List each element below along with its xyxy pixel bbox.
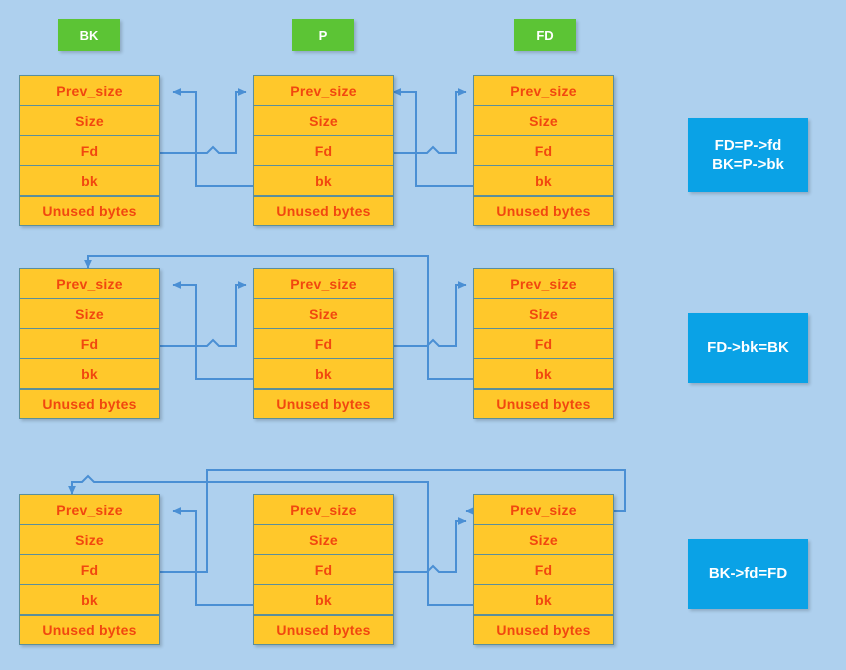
note-row-1: FD=P->fd BK=P->bk [688,118,808,192]
chunk-field-size: Size [19,105,160,136]
note-row-1-line-1: FD=P->fd [714,136,782,154]
chunk-field-size: Size [473,298,614,329]
chunk-field-size: Size [253,298,394,329]
chunk-field-bk: bk [253,165,394,196]
chunk-field-fd: Fd [473,135,614,166]
chunk-field-prev-size: Prev_size [19,268,160,299]
arrow-r1-p-bk-to-bk [172,88,253,187]
chunk-field-unused-bytes: Unused bytes [253,388,394,419]
p-pointer-label-text: P [318,27,328,43]
chunk-field-unused-bytes: Unused bytes [19,195,160,226]
chunk-bk-row-1: Prev_size Size Fd bk Unused bytes [19,75,160,226]
chunk-fd-row-3: Prev_size Size Fd bk Unused bytes [473,494,614,645]
chunk-field-prev-size: Prev_size [473,75,614,106]
note-row-2: FD->bk=BK [688,313,808,383]
chunk-field-fd: Fd [253,328,394,359]
arrow-r3-p-fd-to-fd [394,517,467,573]
chunk-field-unused-bytes: Unused bytes [473,195,614,226]
chunk-field-unused-bytes: Unused bytes [473,388,614,419]
chunk-field-prev-size: Prev_size [473,268,614,299]
chunk-field-fd: Fd [253,135,394,166]
arrow-r1-bk-fd-to-p [160,88,247,154]
chunk-bk-row-2: Prev_size Size Fd bk Unused bytes [19,268,160,419]
chunk-field-fd: Fd [473,554,614,585]
note-row-3-line-1: BK->fd=FD [708,565,788,583]
bk-pointer-label: BK [58,19,120,51]
note-row-2-line-1: FD->bk=BK [707,339,789,357]
chunk-field-bk: bk [19,584,160,615]
chunk-bk-row-3: Prev_size Size Fd bk Unused bytes [19,494,160,645]
chunk-fd-row-2: Prev_size Size Fd bk Unused bytes [473,268,614,419]
chunk-field-size: Size [19,524,160,555]
chunk-field-bk: bk [19,358,160,389]
chunk-field-prev-size: Prev_size [473,494,614,525]
chunk-field-bk: bk [473,584,614,615]
note-row-1-line-2: BK=P->bk [712,156,784,173]
arrow-r2-p-bk-to-bk [172,281,253,380]
bk-pointer-label-text: BK [79,27,99,43]
chunk-field-bk: bk [473,358,614,389]
p-pointer-label: P [292,19,354,51]
chunk-field-unused-bytes: Unused bytes [473,614,614,645]
chunk-field-bk: bk [19,165,160,196]
chunk-field-bk: bk [253,584,394,615]
chunk-field-fd: Fd [19,554,160,585]
arrow-r3-p-bk-to-bk [172,507,253,606]
chunk-p-row-1: Prev_size Size Fd bk Unused bytes [253,75,394,226]
chunk-field-prev-size: Prev_size [253,494,394,525]
chunk-field-unused-bytes: Unused bytes [19,388,160,419]
chunk-field-size: Size [19,298,160,329]
chunk-field-fd: Fd [19,328,160,359]
chunk-field-size: Size [253,105,394,136]
fd-pointer-label-text: FD [536,27,554,43]
chunk-field-unused-bytes: Unused bytes [253,195,394,226]
chunk-field-size: Size [253,524,394,555]
chunk-field-prev-size: Prev_size [253,75,394,106]
arrow-r2-p-fd-to-fd [394,281,467,347]
chunk-field-unused-bytes: Unused bytes [19,614,160,645]
chunk-field-fd: Fd [253,554,394,585]
fd-pointer-label: FD [514,19,576,51]
chunk-field-prev-size: Prev_size [19,494,160,525]
arrow-r1-fd-bk-to-p [392,88,473,187]
chunk-field-size: Size [473,524,614,555]
chunk-fd-row-1: Prev_size Size Fd bk Unused bytes [473,75,614,226]
note-row-3: BK->fd=FD [688,539,808,609]
chunk-field-bk: bk [253,358,394,389]
chunk-field-fd: Fd [473,328,614,359]
arrow-r2-bk-fd-to-p [160,281,247,347]
chunk-field-prev-size: Prev_size [253,268,394,299]
chunk-p-row-3: Prev_size Size Fd bk Unused bytes [253,494,394,645]
chunk-field-size: Size [473,105,614,136]
chunk-field-prev-size: Prev_size [19,75,160,106]
arrow-r1-p-fd-to-fd [394,88,467,154]
chunk-field-unused-bytes: Unused bytes [253,614,394,645]
chunk-p-row-2: Prev_size Size Fd bk Unused bytes [253,268,394,419]
chunk-field-bk: bk [473,165,614,196]
chunk-field-fd: Fd [19,135,160,166]
